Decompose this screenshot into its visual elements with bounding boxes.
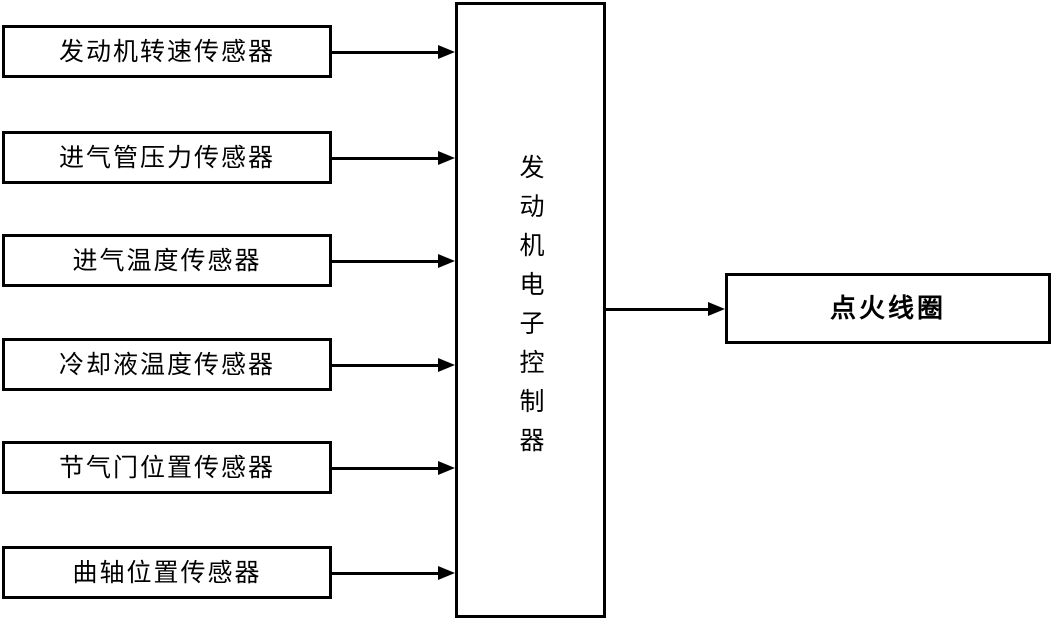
arrowhead-coolant-temp-to-ecu <box>438 358 455 372</box>
ecu-label: 发动机电子控制器 <box>516 154 545 466</box>
connector-engine-speed-to-ecu <box>332 51 438 54</box>
arrowhead-ecu-to-ignition-coil <box>708 302 725 316</box>
ecu-box[interactable]: 发动机电子控制器 <box>455 2 606 618</box>
connector-throttle-position-to-ecu <box>332 467 438 470</box>
sensor-box-crankshaft-position[interactable]: 曲轴位置传感器 <box>2 546 332 599</box>
ignition-coil-box[interactable]: 点火线圈 <box>725 273 1051 344</box>
sensor-box-engine-speed[interactable]: 发动机转速传感器 <box>2 25 332 78</box>
sensor-label: 进气管压力传感器 <box>58 143 275 172</box>
arrowhead-intake-temp-to-ecu <box>438 254 455 268</box>
connector-manifold-pressure-to-ecu <box>332 157 438 160</box>
connector-ecu-to-ignition-coil <box>606 308 709 311</box>
sensor-label: 冷却液温度传感器 <box>58 350 275 379</box>
sensor-label: 进气温度传感器 <box>72 246 262 275</box>
arrowhead-crank-position-to-ecu <box>438 566 455 580</box>
sensor-label: 节气门位置传感器 <box>58 453 275 482</box>
connector-coolant-temp-to-ecu <box>332 364 438 367</box>
arrowhead-throttle-position-to-ecu <box>438 461 455 475</box>
sensor-label: 曲轴位置传感器 <box>72 558 262 587</box>
arrowhead-engine-speed-to-ecu <box>438 45 455 59</box>
sensor-box-coolant-temperature[interactable]: 冷却液温度传感器 <box>2 338 332 391</box>
connector-intake-temp-to-ecu <box>332 260 438 263</box>
connector-crank-position-to-ecu <box>332 572 438 575</box>
sensor-label: 发动机转速传感器 <box>58 37 275 66</box>
sensor-box-intake-temperature[interactable]: 进气温度传感器 <box>2 234 332 287</box>
sensor-box-throttle-position[interactable]: 节气门位置传感器 <box>2 441 332 494</box>
arrowhead-manifold-pressure-to-ecu <box>438 151 455 165</box>
ignition-coil-label: 点火线圈 <box>829 293 946 324</box>
sensor-box-manifold-pressure[interactable]: 进气管压力传感器 <box>2 131 332 184</box>
